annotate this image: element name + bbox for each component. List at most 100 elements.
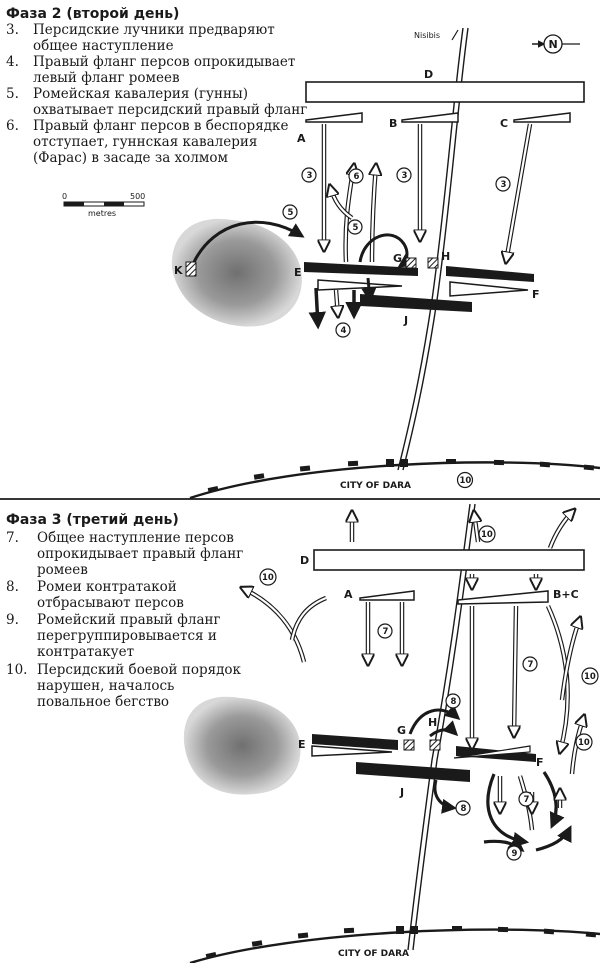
unit-k-label: K (174, 264, 183, 277)
unit-b-label: B (389, 117, 397, 130)
unit-d-label: D (424, 68, 433, 81)
legend-line: Правый фланг персов опрокидывает (33, 54, 295, 70)
legend-line: отступает, гуннская кавалерия (33, 134, 257, 150)
road-line (407, 503, 471, 951)
city-towers (207, 459, 595, 493)
legend-num: 10. (6, 662, 27, 678)
scale-zero: 0 (62, 192, 67, 201)
marker-10: 10 (456, 471, 474, 489)
marker-7-right: 7 (522, 656, 538, 672)
unit-e-label: E (294, 266, 302, 279)
unit-j-block (360, 294, 472, 312)
marker-10-top: 10 (478, 525, 496, 543)
unit-c: C (500, 112, 571, 130)
legend-line: Общее наступление персов (37, 530, 234, 546)
north-label: N (549, 38, 558, 51)
legend-line: Персидские лучники предваряют (33, 22, 275, 38)
scale-max: 500 (130, 192, 145, 201)
unit-f-line (446, 266, 534, 282)
phase2-legend: 3. Персидские лучники предваряют общее н… (6, 22, 307, 166)
phase3-title: Фаза 3 (третий день) (6, 512, 179, 528)
unit-a-label: A (297, 132, 306, 145)
unit-g-block (403, 739, 415, 751)
phase3-panel: Фаза 3 (третий день) 7. Общее наступлени… (6, 503, 600, 963)
legend-line: опрокидывает правый фланг (37, 546, 243, 562)
svg-text:10: 10 (584, 672, 596, 682)
legend-line: контратакует (37, 644, 134, 660)
legend-line: отбрасывают персов (37, 595, 184, 611)
unit-e-label: E (298, 738, 306, 751)
unit-j-label: J (403, 314, 408, 327)
legend-line: Ромейская кавалерия (гунны) (33, 86, 248, 102)
legend-line: охватывает персидский правый фланг (33, 102, 307, 118)
legend-line: нарушен, началось (37, 678, 174, 694)
legend-line: (Фарас) в засаде за холмом (33, 150, 228, 166)
scale-unit: metres (88, 209, 116, 218)
unit-bc-block (457, 590, 549, 605)
legend-line: ромеев (37, 562, 88, 578)
marker-10-right: 10 (581, 667, 599, 685)
marker-8-bottom: 8 (455, 800, 471, 816)
legend-line: повальное бегство (37, 694, 169, 710)
svg-text:9: 9 (512, 849, 518, 859)
phase3-legend: 7. Общее наступление персов опрокидывает… (6, 530, 243, 710)
unit-bc-label: B+C (553, 588, 579, 601)
legend-num: 9. (6, 612, 19, 628)
unit-h-label: H (428, 716, 437, 729)
svg-text:3: 3 (501, 180, 507, 190)
svg-text:5: 5 (288, 208, 294, 218)
svg-text:6: 6 (354, 172, 360, 182)
north-arrow: N (532, 34, 580, 54)
phase2-panel: Фаза 2 (второй день) 3. Персидские лучни… (6, 6, 600, 500)
unit-e-block (312, 734, 398, 750)
svg-text:7: 7 (383, 627, 389, 637)
unit-h-label: H (441, 250, 450, 263)
marker-8-top: 8 (445, 693, 461, 709)
svg-text:10: 10 (262, 573, 274, 583)
unit-e-block (304, 262, 418, 276)
unit-g-label: G (397, 724, 406, 737)
marker-3-center: 3 (396, 167, 412, 183)
city-label: CITY OF DARA (338, 949, 409, 959)
svg-text:10: 10 (578, 738, 590, 748)
svg-text:8: 8 (451, 697, 457, 707)
svg-text:3: 3 (402, 171, 408, 181)
legend-line: Ромейский правый фланг (37, 612, 221, 628)
unit-f-label: F (532, 288, 540, 301)
city-label: CITY OF DARA (340, 481, 411, 491)
unit-f-wedge (449, 281, 529, 297)
unit-g-label: G (393, 252, 402, 265)
road-line (412, 503, 476, 951)
unit-h-block (429, 739, 441, 751)
marker-3-right: 3 (495, 176, 511, 192)
unit-b: B (389, 112, 459, 130)
legend-num: 7. (6, 530, 19, 546)
unit-a-label: A (344, 588, 353, 601)
unit-h-block (427, 257, 439, 269)
legend-line: перегруппировывается и (37, 628, 217, 644)
svg-text:7: 7 (528, 660, 534, 670)
unit-d-block (313, 549, 585, 571)
legend-line: Ромеи контратакой (37, 579, 177, 595)
legend-num: 6. (6, 118, 19, 134)
marker-3-left: 3 (301, 167, 317, 183)
hill-shape (183, 696, 301, 795)
legend-num: 5. (6, 86, 19, 102)
unit-c-label: C (500, 117, 508, 130)
marker-9: 9 (506, 845, 522, 861)
legend-num: 8. (6, 579, 19, 595)
svg-text:7: 7 (524, 795, 530, 805)
svg-text:5: 5 (353, 223, 359, 233)
unit-j-label: J (399, 786, 404, 799)
svg-text:3: 3 (307, 171, 313, 181)
marker-10-left: 10 (259, 568, 277, 586)
scale-bar: 0 500 metres (62, 192, 145, 218)
legend-num: 3. (6, 22, 19, 38)
unit-a: A (297, 112, 363, 145)
city-towers (205, 926, 597, 959)
marker-6: 6 (348, 168, 364, 184)
unit-a-block (359, 590, 415, 601)
svg-text:10: 10 (481, 530, 493, 540)
marker-10-bottom: 10 (575, 733, 593, 751)
